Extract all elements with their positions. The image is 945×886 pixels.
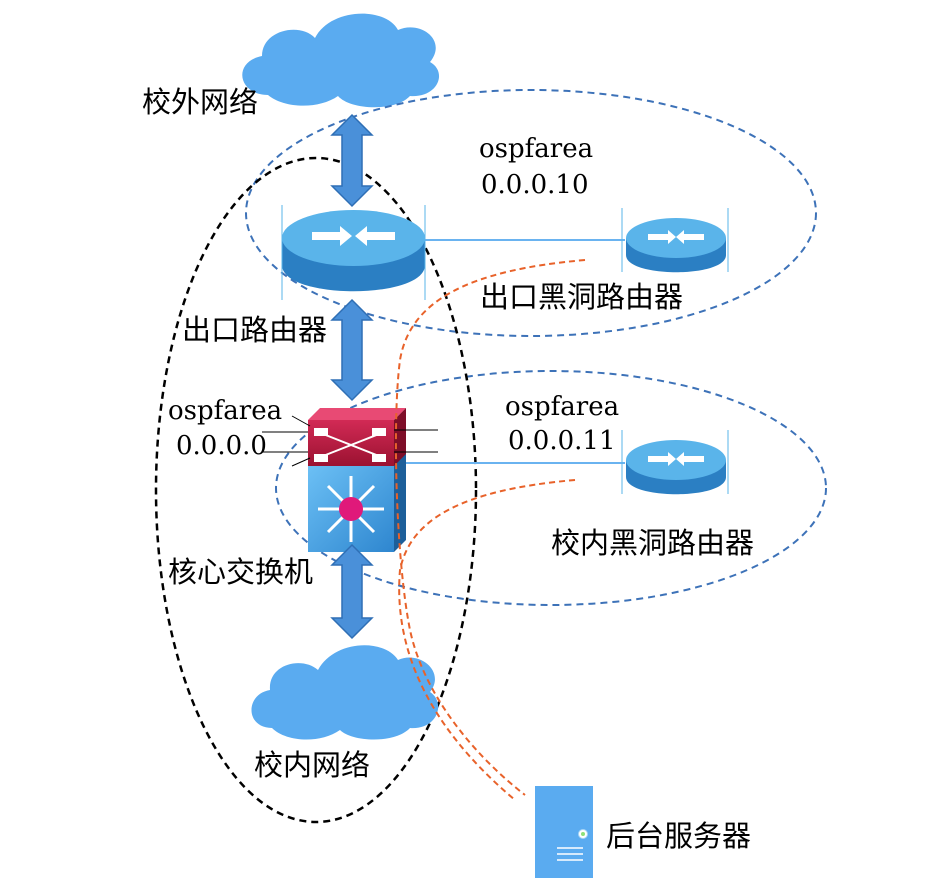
area10-name-label: ospfarea: [479, 134, 593, 164]
double-arrow-icon: [330, 543, 374, 640]
server-links: [394, 259, 586, 801]
area0-ellipse: [154, 156, 478, 824]
backend-server-label: 后台服务器: [606, 819, 751, 853]
area10-id-label: 0.0.0.10: [481, 170, 589, 200]
area11-ellipse: [275, 370, 827, 606]
campus-network-label: 校内网络: [254, 748, 370, 782]
external-cloud-icon: [242, 13, 440, 108]
campus-blackhole-router-icon: [621, 430, 729, 495]
area0-id-label: 0.0.0.0: [176, 431, 267, 461]
area10-ellipse: [245, 89, 817, 337]
exit-router-label: 出口路由器: [182, 313, 327, 347]
external-network-label: 校外网络: [142, 85, 258, 119]
exit-blackhole-router-label: 出口黑洞路由器: [480, 280, 683, 314]
campus-cloud-icon: [251, 645, 439, 740]
campus-blackhole-router-label: 校内黑洞路由器: [551, 526, 754, 560]
core-switch-icon: [262, 408, 438, 552]
server-icon: [535, 786, 593, 878]
core-switch-label: 核心交换机: [168, 555, 313, 589]
exit-blackhole-router-icon: [621, 208, 729, 273]
double-arrow-icon: [330, 113, 374, 208]
double-arrow-icon: [330, 298, 374, 402]
area0-name-label: ospfarea: [168, 396, 282, 426]
area11-id-label: 0.0.0.11: [508, 426, 616, 456]
exit-router-icon: [281, 205, 426, 300]
area11-name-label: ospfarea: [505, 392, 619, 422]
